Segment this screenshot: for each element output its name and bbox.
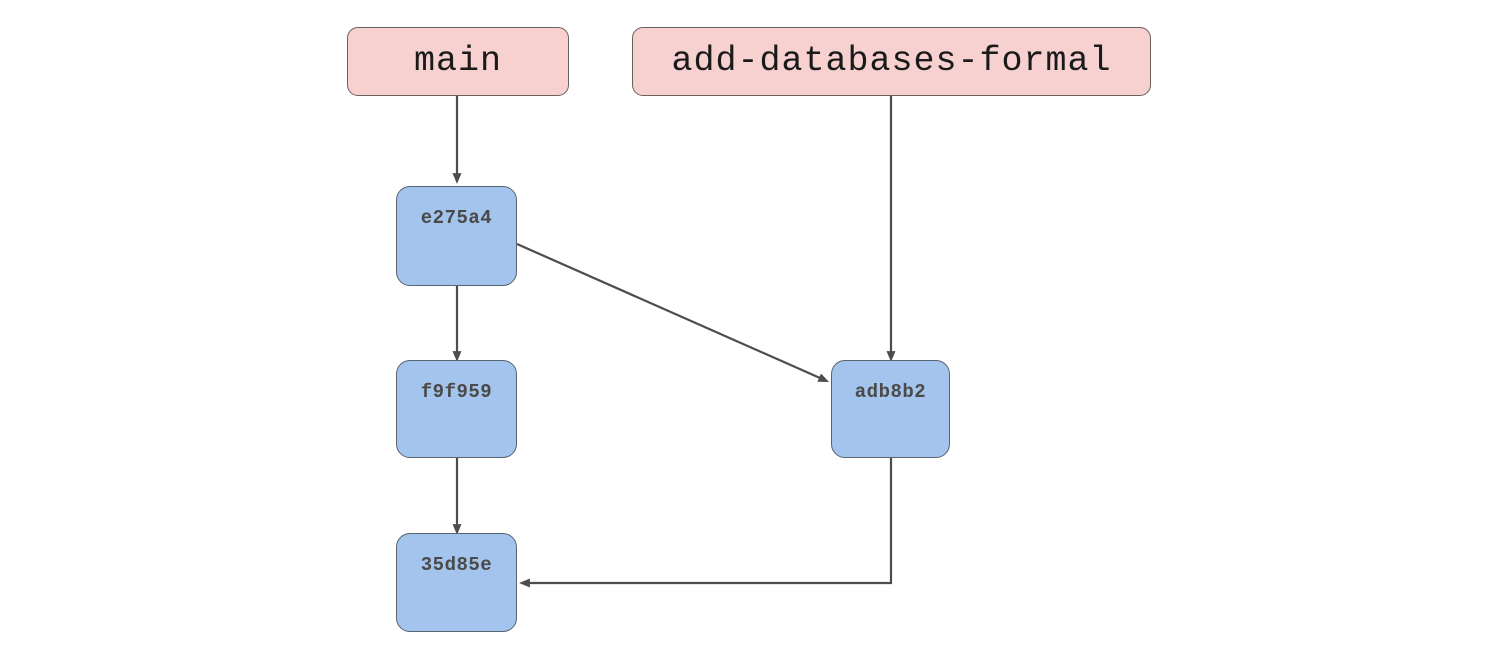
commit-node-35d85e[interactable]: 35d85e xyxy=(396,533,517,632)
commit-label-e275a4: e275a4 xyxy=(420,207,493,229)
commit-node-f9f959[interactable]: f9f959 xyxy=(396,360,517,458)
commit-label-35d85e: 35d85e xyxy=(420,554,493,576)
edge-adb8b2-to-35d85e xyxy=(519,458,893,588)
edge-e275a4-to-adb8b2 xyxy=(516,242,830,383)
commit-node-e275a4[interactable]: e275a4 xyxy=(396,186,517,286)
commit-label-adb8b2: adb8b2 xyxy=(854,381,927,403)
commit-label-f9f959: f9f959 xyxy=(420,381,493,403)
commit-node-adb8b2[interactable]: adb8b2 xyxy=(831,360,950,458)
branch-label-main: main xyxy=(413,41,502,81)
branch-node-main[interactable]: main xyxy=(347,27,569,96)
branch-node-add-databases-formal[interactable]: add-databases-formal xyxy=(632,27,1151,96)
branch-label-add-databases-formal: add-databases-formal xyxy=(671,41,1112,81)
